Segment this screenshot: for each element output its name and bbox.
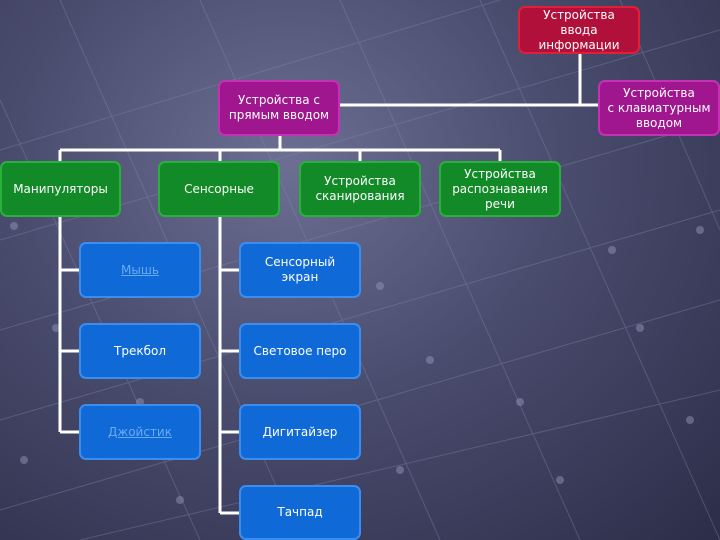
node-touchscreen: Сенсорный экран (239, 242, 361, 298)
node-keyboard-input-label: Устройства с клавиатурным вводом (607, 85, 711, 130)
node-manipulators: Манипуляторы (0, 161, 121, 217)
node-joystick[interactable]: Джойстик (79, 404, 201, 460)
node-touch: Сенсорные (158, 161, 280, 217)
node-joystick-link[interactable]: Джойстик (108, 424, 172, 439)
node-speech-label: Устройства распознавания речи (452, 166, 548, 211)
node-digitizer-label: Дигитайзер (262, 424, 338, 439)
node-root-label: Устройства ввода информации (538, 7, 620, 52)
node-root: Устройства ввода информации (518, 6, 640, 54)
node-digitizer: Дигитайзер (239, 404, 361, 460)
node-touchscreen-label: Сенсорный экран (264, 255, 336, 284)
node-touchpad-label: Тачпад (277, 505, 323, 519)
node-scanning: Устройства сканирования (299, 161, 421, 217)
node-touch-label: Сенсорные (184, 181, 254, 196)
node-scanning-label: Устройства сканирования (315, 174, 405, 203)
node-touchpad: Тачпад (239, 485, 361, 540)
node-manipulators-label: Манипуляторы (13, 181, 108, 196)
node-direct-input: Устройства с прямым вводом (218, 80, 340, 136)
node-light-pen-label: Световое перо (253, 343, 347, 358)
node-keyboard-input: Устройства с клавиатурным вводом (598, 80, 720, 136)
node-light-pen: Световое перо (239, 323, 361, 379)
node-speech: Устройства распознавания речи (439, 161, 561, 217)
node-direct-input-label: Устройства с прямым вводом (228, 93, 330, 122)
node-mouse-link[interactable]: Мышь (121, 262, 159, 277)
node-mouse[interactable]: Мышь (79, 242, 201, 298)
node-trackball: Трекбол (79, 323, 201, 379)
node-trackball-label: Трекбол (114, 343, 166, 358)
